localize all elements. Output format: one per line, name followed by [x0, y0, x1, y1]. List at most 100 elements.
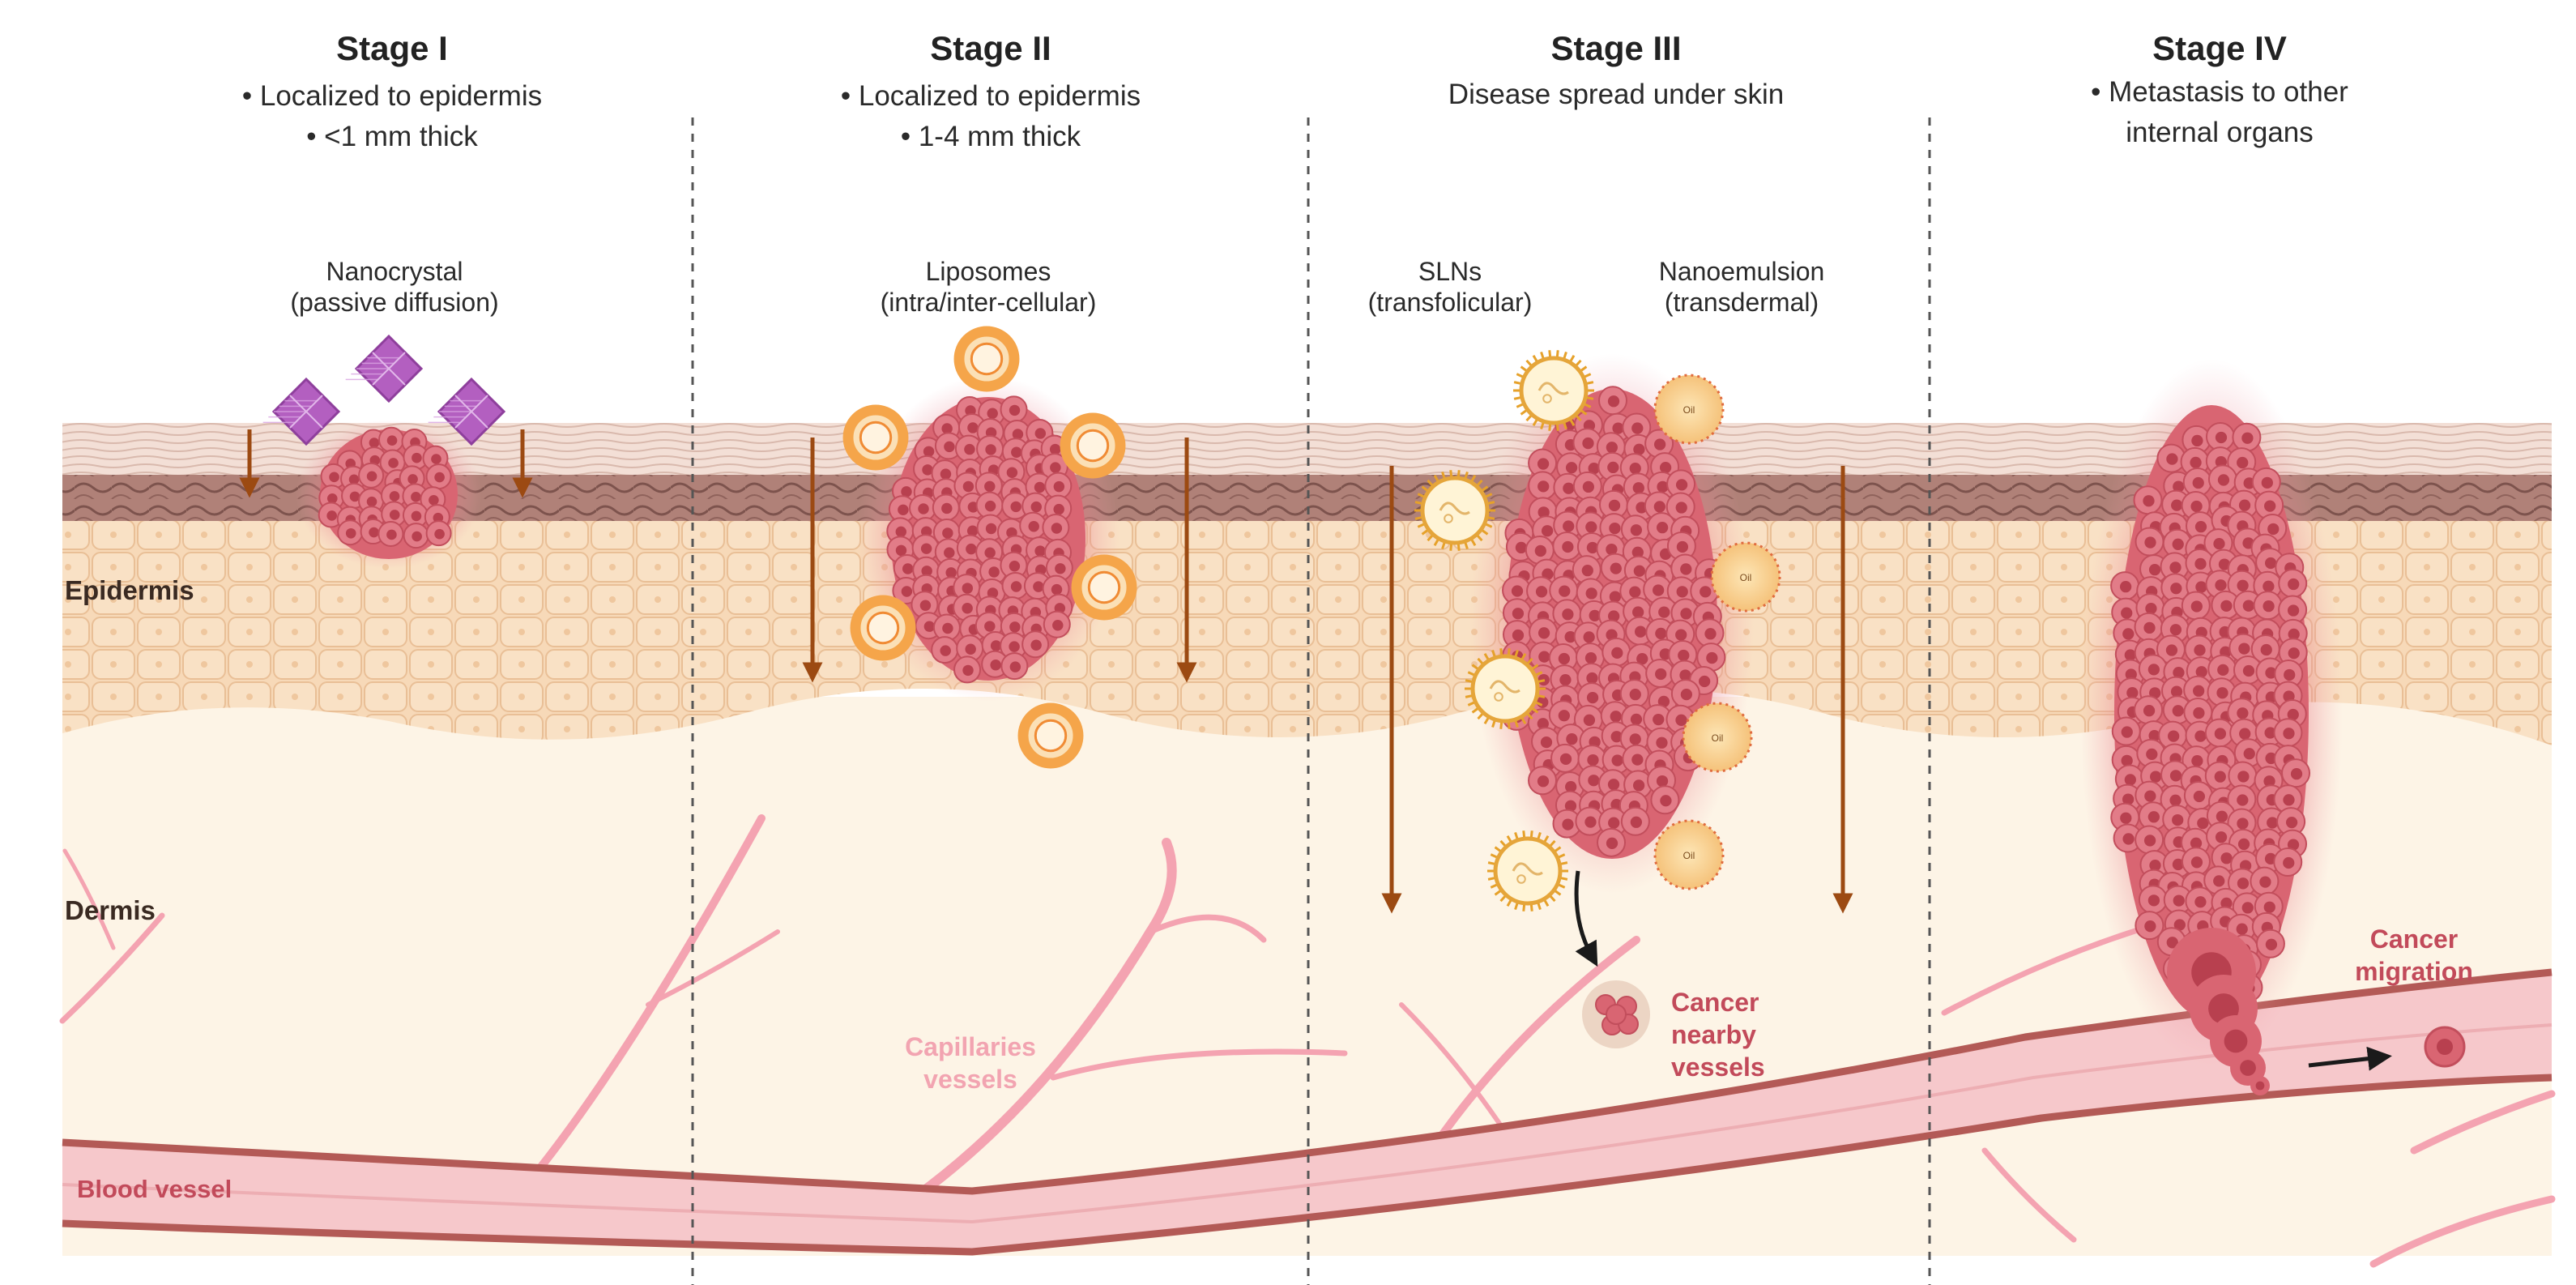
tumor-cell-nucleus: [2170, 685, 2183, 698]
tumor-cell-nucleus: [1633, 443, 1645, 455]
tumor-cell-nucleus: [2242, 664, 2255, 677]
tumor-cell-nucleus: [1010, 501, 1021, 513]
tumor-cell-nucleus: [412, 452, 422, 463]
tumor-stage-4: [2080, 359, 2343, 1067]
tumor-cell-nucleus: [2243, 748, 2255, 760]
droplet-oil-label: Oil: [1712, 732, 1724, 744]
liposome-core: [866, 611, 900, 645]
tumor-cell-nucleus: [1700, 586, 1712, 598]
tumor-cell-nucleus: [2214, 728, 2227, 740]
droplet-oil-label: Oil: [1683, 850, 1695, 861]
tumor-cell-nucleus: [1562, 540, 1574, 553]
tumor-cell-nucleus: [2220, 897, 2233, 910]
nanoemulsion-droplet-icon: Oil: [1653, 374, 1725, 445]
tumor-cell-nucleus: [942, 622, 953, 634]
sln-spiky-icon: [1513, 350, 1594, 431]
liposome-ring-icon: [953, 326, 1020, 392]
tumor-cell-nucleus: [1680, 563, 1692, 575]
tumor-cell-nucleus: [1606, 442, 1619, 454]
tumor-cell-nucleus: [2216, 810, 2228, 822]
tumor-cell-nucleus: [2125, 668, 2137, 681]
tumor-cell-nucleus: [1034, 545, 1046, 557]
capillary-network: [59, 814, 2556, 1268]
tumor-cell-nucleus: [2190, 600, 2203, 613]
tumor-cell-nucleus: [2147, 664, 2160, 676]
tumor-cell-nucleus: [1606, 837, 1619, 849]
tumor-cell-nucleus: [895, 526, 907, 538]
capillary-branch: [1981, 1147, 2077, 1243]
carrier-label-slns: SLNs (transfolicular): [1368, 257, 1533, 317]
tumor-cell-nucleus: [2218, 558, 2231, 570]
tumor-cell-nucleus: [1537, 627, 1550, 639]
tumor-cell-nucleus: [898, 504, 909, 516]
tumor-cell-nucleus: [1698, 675, 1711, 688]
tumor-cell-nucleus: [1656, 522, 1669, 534]
tumor-cell-nucleus: [1704, 628, 1717, 640]
tumor-cell-nucleus: [2168, 730, 2180, 742]
tumor-cell-nucleus: [990, 640, 1002, 651]
tumor-cell-nucleus: [2217, 664, 2229, 677]
tumor-cell-nucleus: [944, 547, 955, 558]
blood-vessel-label: Blood vessel: [77, 1175, 232, 1203]
tumor-cell-nucleus: [1629, 463, 1641, 475]
tumor-cell-nucleus: [990, 659, 1001, 671]
tumor-cell-nucleus: [1588, 775, 1600, 787]
tumor-cell-nucleus: [2144, 790, 2156, 802]
tumor-cell-nucleus: [2287, 839, 2300, 851]
tumor-cell-nucleus: [1052, 620, 1064, 631]
sln-shell: [1420, 476, 1490, 545]
tumor-cell-nucleus: [1562, 818, 1574, 830]
tumor-cell-nucleus: [1564, 630, 1576, 643]
cancer-nearby-annotation: Cancer nearby vessels: [1671, 988, 1765, 1082]
tumor-cell-nucleus: [1609, 591, 1622, 603]
tumor-cell-nucleus: [966, 543, 977, 555]
tumor-cell-nucleus: [1586, 691, 1599, 704]
tumor-cell-nucleus: [1657, 480, 1669, 493]
liposome-ring-icon: [842, 404, 909, 471]
curved-migration-arrow: [1574, 870, 1598, 967]
tumor-cell-nucleus: [1053, 480, 1065, 493]
tumor-cell-nucleus: [2215, 431, 2228, 444]
tumor-cell-nucleus: [1608, 610, 1620, 622]
tumor-cell-nucleus: [433, 512, 444, 523]
tumor-cell-nucleus: [1585, 587, 1597, 600]
tumor-cell-nucleus: [1675, 502, 1687, 514]
tumor-cell-nucleus: [2148, 564, 2161, 576]
tumor-cell-nucleus: [1006, 467, 1018, 478]
tumor-cell-nucleus: [1566, 733, 1578, 745]
stage-title: Stage II: [930, 29, 1051, 67]
tumor-cell-nucleus: [2148, 729, 2160, 742]
tumor-cell-nucleus: [326, 493, 338, 504]
tumor-cell-nucleus: [411, 510, 422, 522]
tumor-cell-nucleus: [2194, 557, 2207, 570]
capillary-branch: [59, 912, 165, 1024]
tumor-cell-nucleus: [1565, 462, 1578, 474]
vessel-migration-arrow: [2308, 1046, 2392, 1071]
capillaries-annotation: Capillaries vessels: [905, 1032, 1036, 1094]
tumor-cell-nucleus: [2263, 901, 2275, 913]
tumor-cell-nucleus: [922, 464, 933, 476]
tumor-cell-nucleus: [2147, 811, 2160, 823]
annotation-line: migration: [2355, 957, 2473, 986]
tumor-cell-nucleus: [2190, 456, 2202, 469]
nanocrystal-facet: [454, 395, 488, 429]
tumor-cell-nucleus: [1629, 689, 1641, 701]
nanocrystal-facet: [372, 352, 406, 386]
capillary-branch: [919, 838, 1177, 1196]
droplet-body: [1653, 819, 1725, 890]
tumor-cell-nucleus: [1586, 541, 1599, 554]
tumor-cell-nucleus: [1655, 668, 1667, 681]
liposome-ring-icon: [1060, 412, 1126, 479]
tumor-cell-nucleus: [1028, 521, 1039, 532]
tumor-cell-nucleus: [1636, 653, 1648, 665]
tumor-cell-nucleus: [1030, 639, 1042, 651]
tumor-cell-nucleus: [2143, 495, 2155, 507]
tumor-cell-nucleus: [2190, 837, 2203, 849]
tumor-cell-nucleus: [984, 547, 996, 558]
tumor-cell-nucleus: [923, 446, 935, 458]
tumor-cell-nucleus: [1033, 581, 1044, 592]
sln-spiky-icon: [1465, 648, 1546, 729]
nanocrystal-diamond-icon: [428, 377, 506, 446]
tumor-cell-nucleus: [1606, 543, 1618, 556]
tumor-cell-nucleus: [366, 471, 377, 482]
